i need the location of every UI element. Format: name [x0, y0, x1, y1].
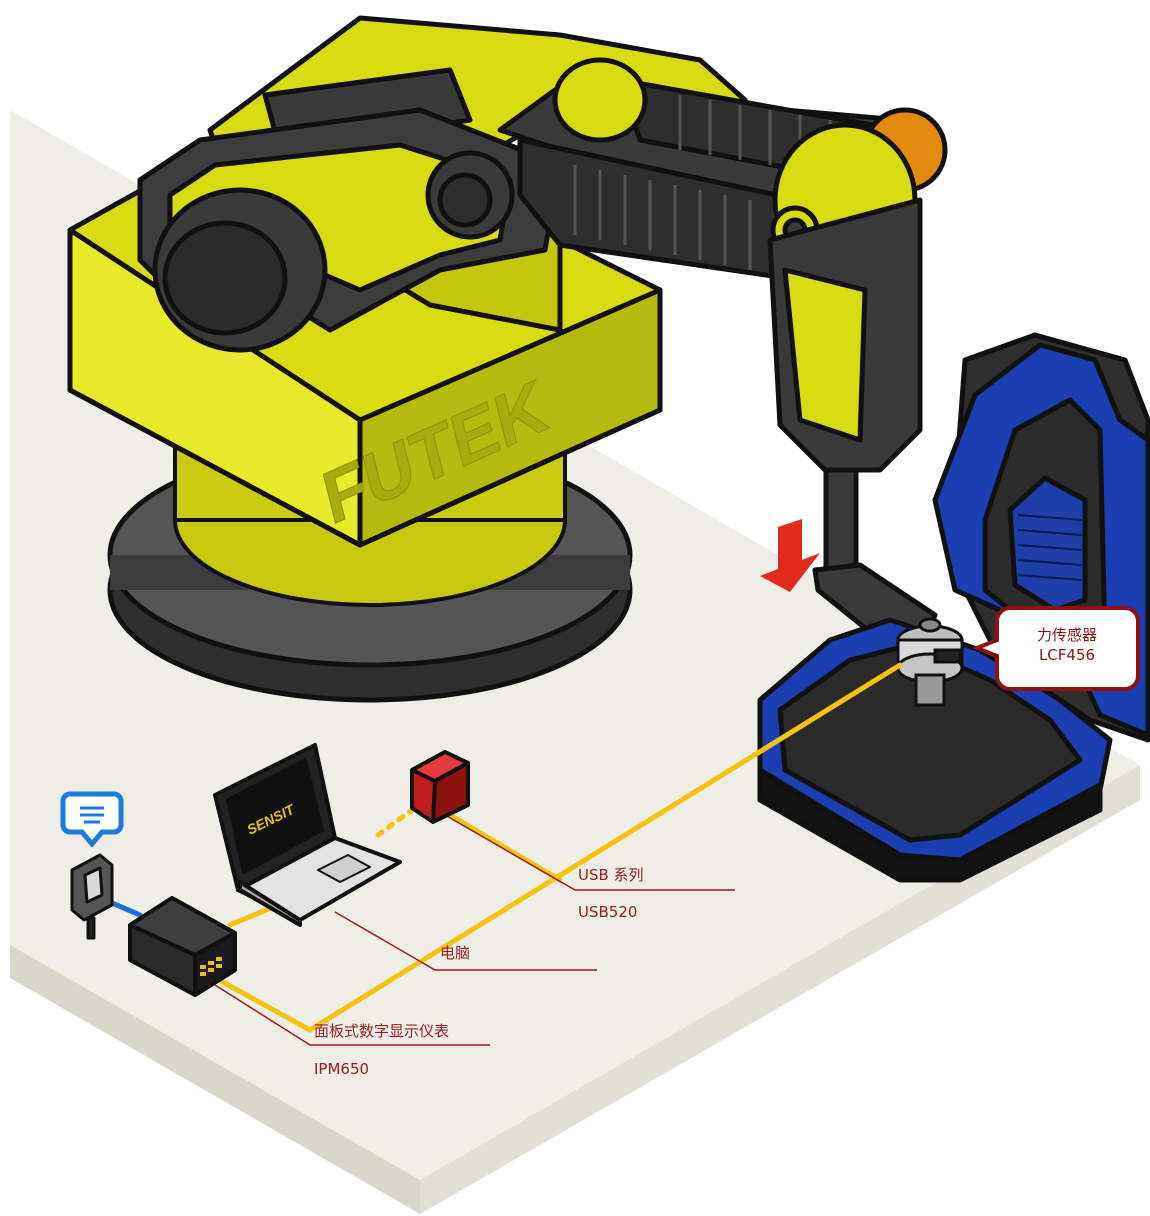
computer-label: 电脑	[440, 946, 470, 961]
display-model-label: IPM650	[314, 1062, 369, 1077]
sensor-callout-text: 力传感器 LCF456	[996, 608, 1138, 688]
usb-series-label: USB 系列	[578, 868, 644, 883]
sensor-title: 力传感器	[996, 625, 1138, 645]
usb-model-label: USB520	[578, 905, 637, 920]
sensor-model: LCF456	[996, 645, 1138, 665]
display-title-label: 面板式数字显示仪表	[314, 1024, 449, 1039]
